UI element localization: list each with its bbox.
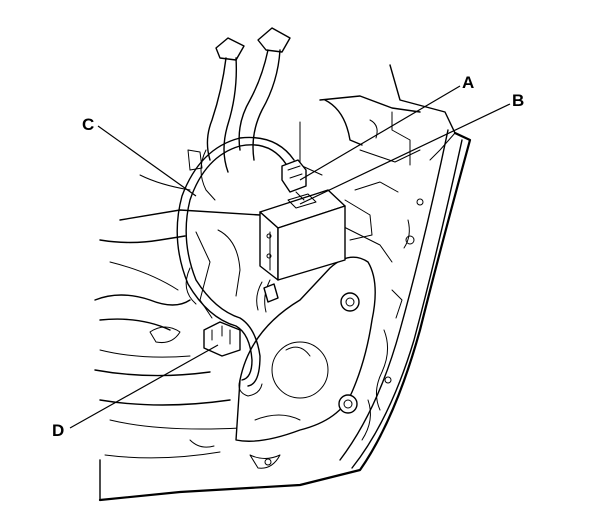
control-unit-b <box>259 189 346 281</box>
lower-structure-left <box>94 209 281 501</box>
body-panel-outline <box>98 129 472 502</box>
leader-d <box>69 344 219 429</box>
callout-leaders <box>69 85 511 429</box>
label-b: B <box>512 91 524 110</box>
label-c: C <box>82 115 94 134</box>
leader-c <box>97 125 197 197</box>
connector-a <box>281 159 307 201</box>
mounting-bracket <box>235 256 376 442</box>
label-d: D <box>52 421 64 440</box>
leader-b <box>299 103 511 205</box>
harness-c <box>176 136 295 387</box>
leader-a <box>299 85 461 181</box>
label-a: A <box>462 73 474 92</box>
harness-connectors-top <box>139 27 291 201</box>
upper-frame <box>299 64 456 263</box>
